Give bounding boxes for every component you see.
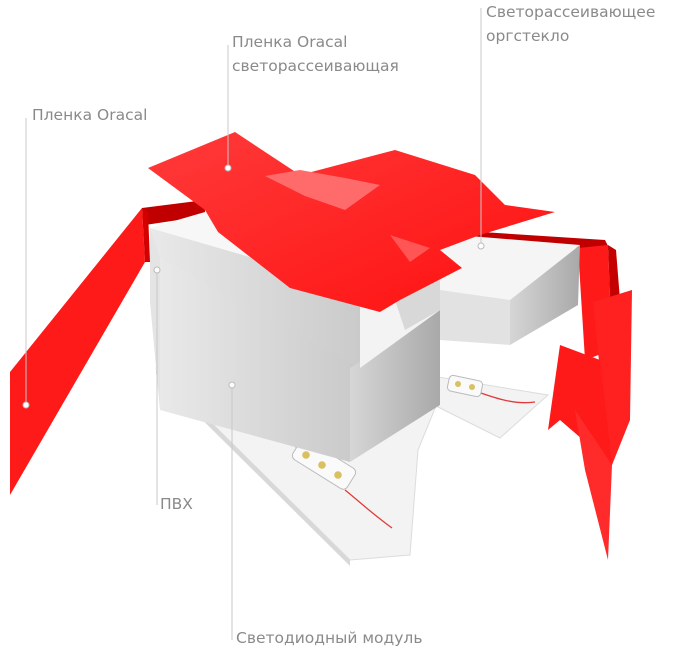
label-pvc-line-1: ПВХ	[160, 495, 193, 513]
label-film: Пленка Oracal	[32, 103, 147, 127]
label-plexiglass: Светорассеивающее оргстекло	[486, 0, 655, 48]
label-film-diffuse-line-2: светорассеивающая	[232, 57, 399, 75]
label-film-diffuse-line-1: Пленка Oracal	[232, 33, 348, 51]
label-led-module-line-1: Светодиодный модуль	[236, 629, 423, 647]
led-module-3	[446, 374, 484, 398]
label-plexiglass-line-1: Светорассеивающее	[486, 3, 656, 21]
label-film-diffuse: Пленка Oracal светорассеивающая	[232, 30, 399, 78]
label-film-line-1: Пленка Oracal	[32, 106, 148, 124]
side-film-left	[10, 200, 205, 495]
leader-lines	[25, 8, 482, 640]
top-film-letter	[148, 132, 555, 312]
leader-dots	[22, 164, 485, 409]
label-led-module: Светодиодный модуль	[236, 626, 422, 650]
label-pvc: ПВХ	[160, 492, 193, 516]
label-plexiglass-line-2: оргстекло	[486, 27, 570, 45]
